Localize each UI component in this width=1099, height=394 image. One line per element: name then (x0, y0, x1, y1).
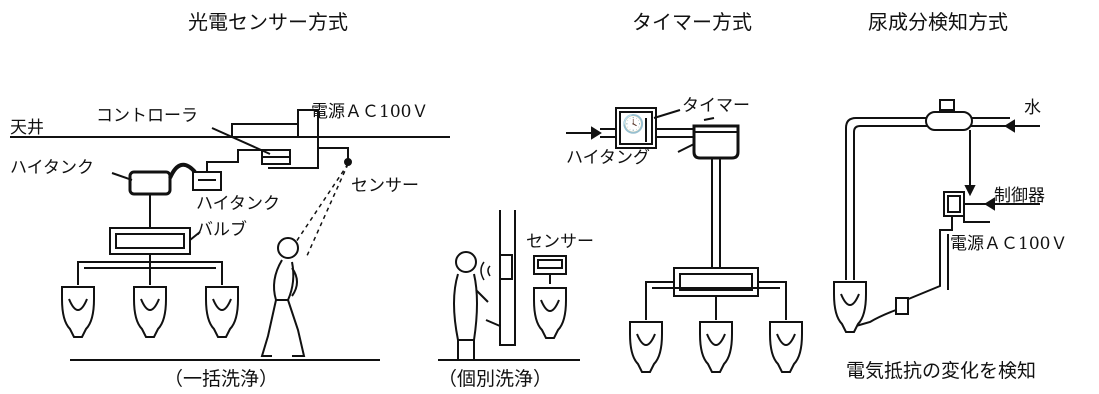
urine-section (845, 99, 1040, 327)
title-photoelectric: 光電センサー方式 (188, 10, 348, 34)
label-sensor-individual: センサー (526, 232, 594, 252)
controller-box (231, 123, 299, 138)
timer-urinals (629, 321, 803, 373)
main-pipe (845, 117, 1010, 280)
individual-urinal (533, 287, 567, 339)
caption-individual: （個別洗浄） (438, 368, 553, 390)
label-high-tank: ハイタンク (10, 158, 94, 178)
label-sensor: センサー (351, 176, 419, 196)
timer-tank (692, 124, 740, 160)
photoelectric-section (10, 109, 450, 361)
standing-person (453, 251, 489, 341)
caption-bulk: （一括洗浄） (164, 368, 279, 390)
bulk-urinals (61, 286, 239, 338)
label-controller: コントローラ (96, 106, 198, 126)
wall-sensor (499, 254, 513, 280)
manifold-box (109, 227, 191, 255)
walking-person (260, 237, 306, 357)
timer-section (566, 107, 787, 320)
label-ceiling: 天井 (10, 118, 44, 138)
caption-urine: 電気抵抗の変化を検知 (846, 360, 1037, 382)
label-timer: タイマー (682, 96, 750, 116)
resistance-sensor (895, 297, 909, 315)
label-power: 電源ＡＣ100Ｖ (311, 102, 429, 122)
individual-section (438, 210, 580, 361)
label-high-tank-valve-line2: バルブ (196, 220, 247, 240)
high-tank (128, 170, 172, 196)
label-high-tank-valve-line1: ハイタンク (196, 194, 280, 214)
power-wire (268, 109, 319, 169)
timer-box (615, 107, 657, 149)
clock-icon: 🕓 (622, 114, 645, 135)
label-timer-high-tank: ハイタング (566, 148, 650, 168)
label-water: 水 (1024, 98, 1041, 118)
title-urine: 尿成分検知方式 (868, 10, 1008, 34)
label-urine-power: 電源ＡＣ100Ｖ (950, 234, 1068, 254)
title-timer: タイマー方式 (632, 10, 752, 34)
label-urine-controller: 制御器 (994, 186, 1045, 206)
